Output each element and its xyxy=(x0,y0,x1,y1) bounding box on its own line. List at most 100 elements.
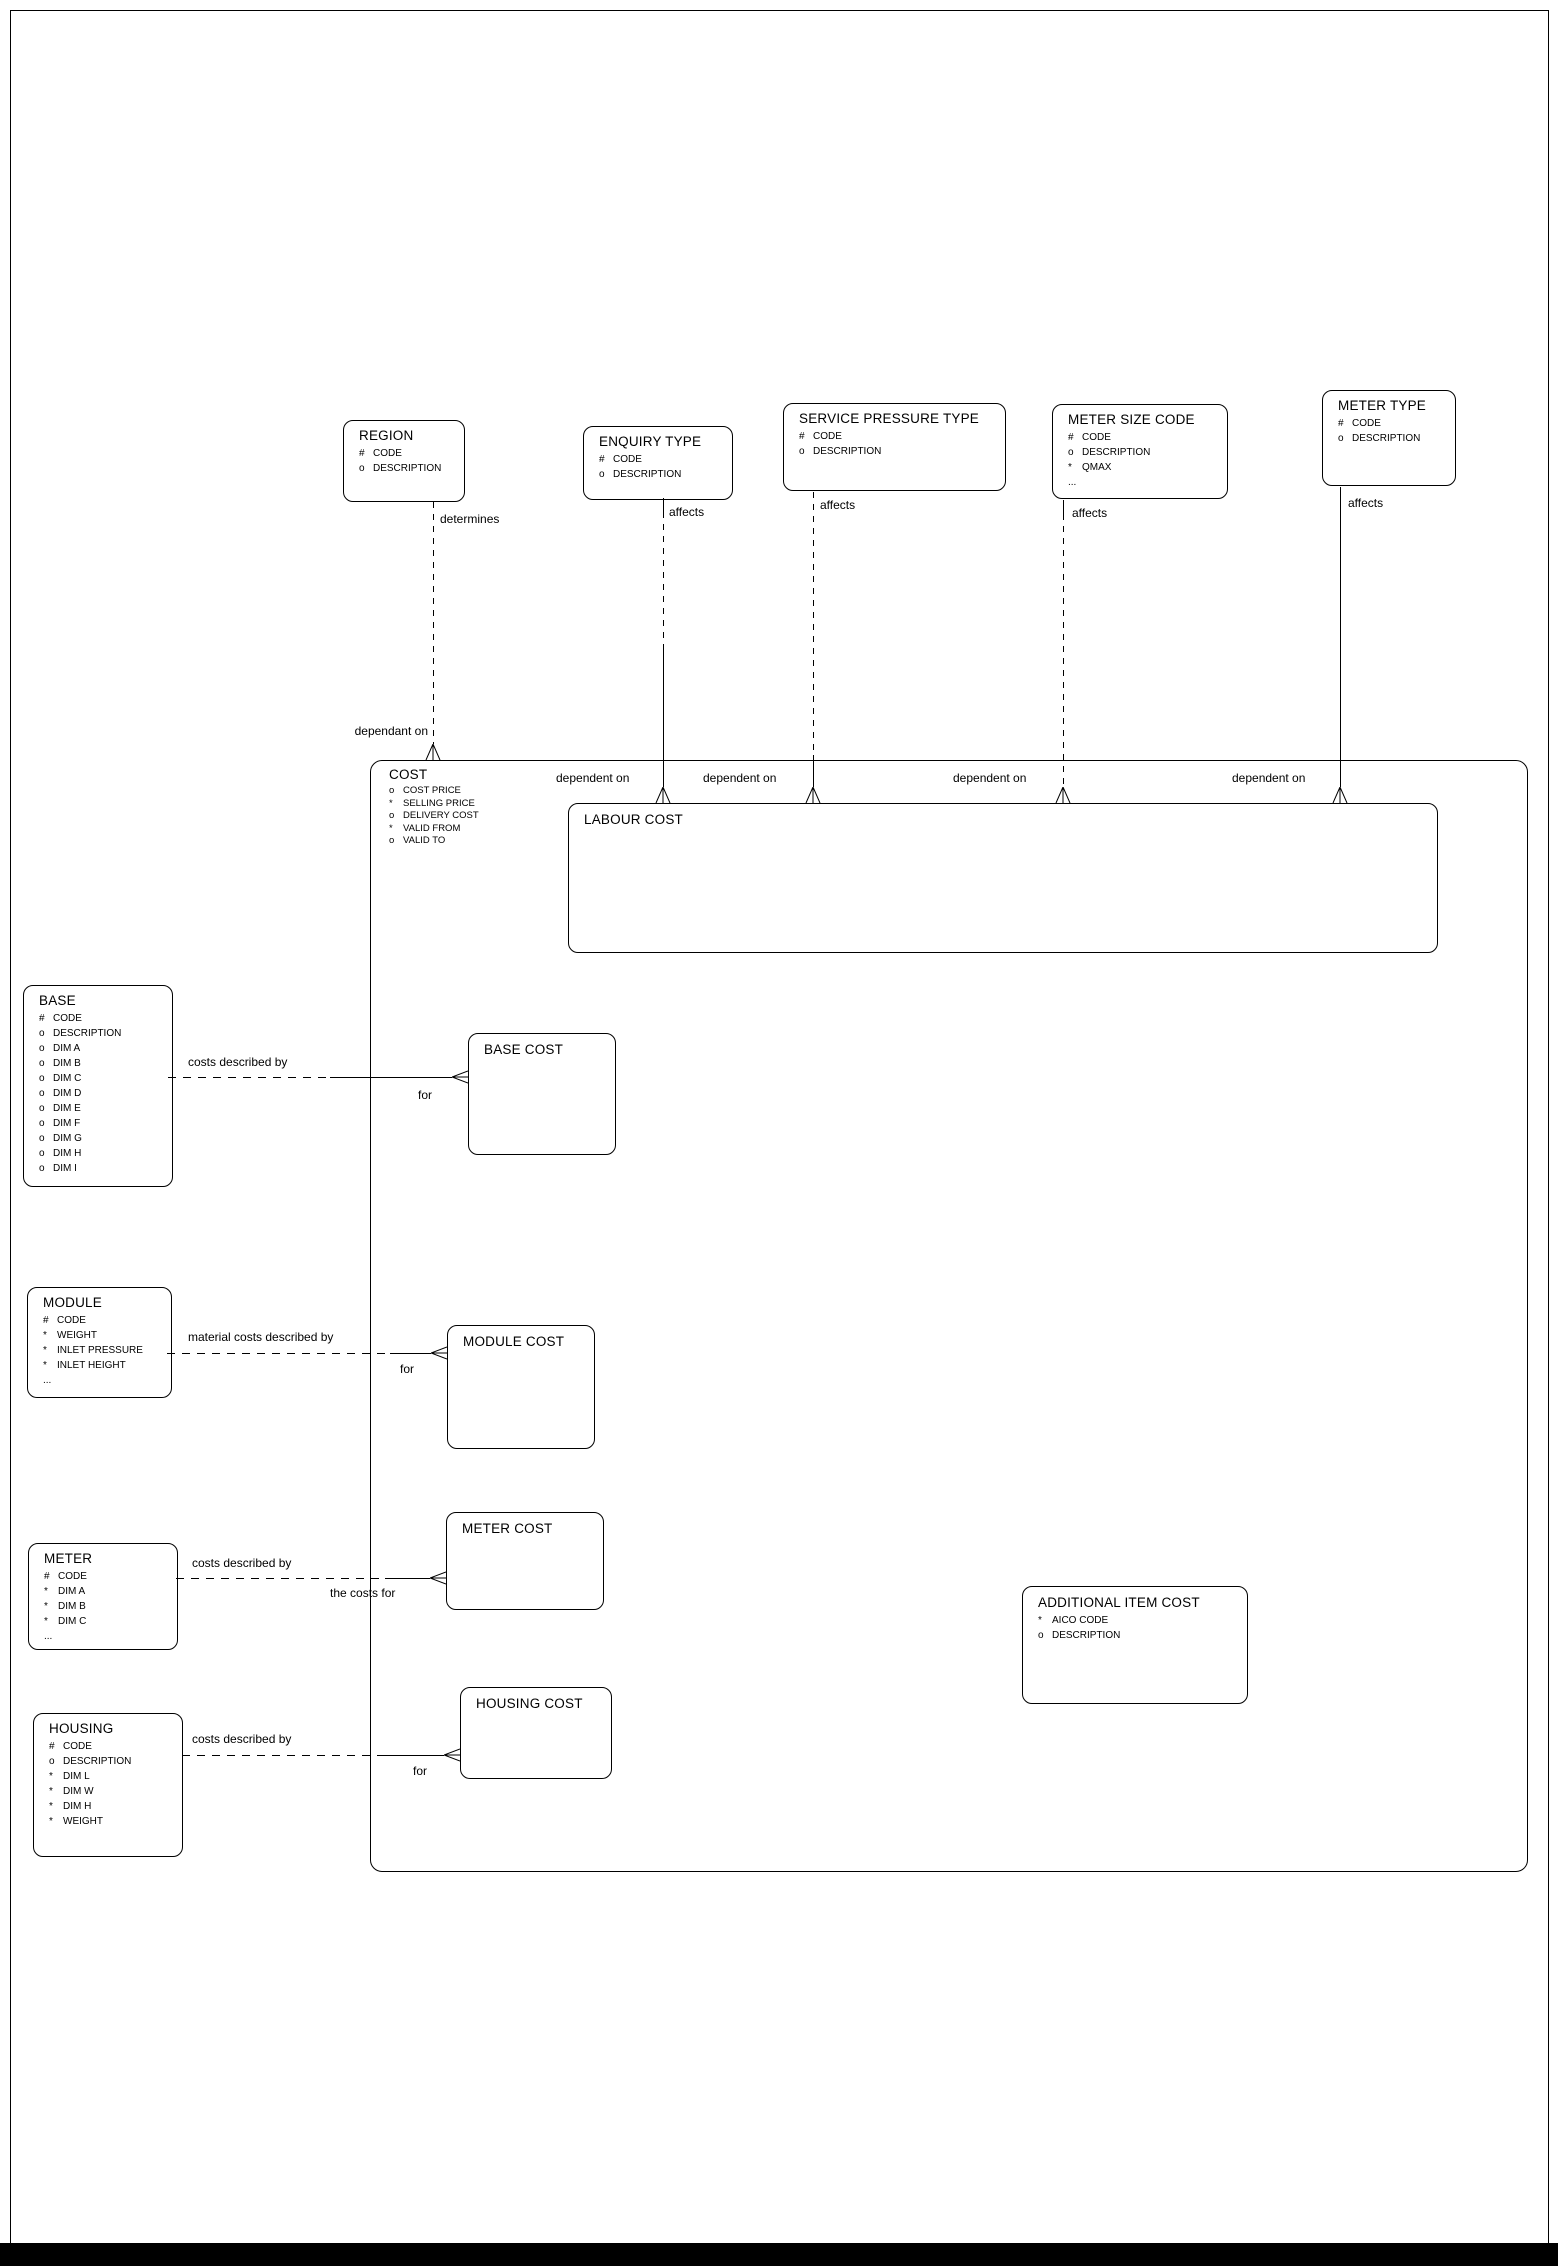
rel-label-costs-described-by: costs described by xyxy=(192,1556,292,1570)
rel-label-the-costs-for: the costs for xyxy=(330,1586,396,1600)
rel-line-service-pressure-cost xyxy=(813,755,814,787)
crowsfoot-icon xyxy=(805,787,821,803)
entity-attribute: #CODE xyxy=(43,1315,86,1326)
entity-attributes: #CODE *DIM A *DIM B *DIM C... xyxy=(44,1569,173,1644)
entity-title: MODULE COST xyxy=(463,1334,565,1349)
entity-housing-cost[interactable]: HOUSING COST xyxy=(460,1687,612,1779)
entity-base-cost[interactable]: BASE COST xyxy=(468,1033,616,1155)
rel-line-base-basecost xyxy=(168,1077,330,1078)
rel-line-enquiry-cost xyxy=(663,512,664,648)
rel-line-meter-type-cost xyxy=(1340,487,1341,787)
entity-attribute: *WEIGHT xyxy=(43,1330,97,1341)
rel-line-housing-housingcost xyxy=(182,1755,385,1756)
entity-attribute: ... xyxy=(44,1631,53,1642)
entity-attribute: *DIM A xyxy=(44,1586,86,1597)
crowsfoot-icon xyxy=(1332,787,1348,803)
crowsfoot-icon xyxy=(444,1748,460,1762)
rel-label-affects: affects xyxy=(1072,506,1108,520)
entity-attribute: #CODE xyxy=(39,1013,82,1024)
entity-attribute: #CODE xyxy=(1338,418,1381,429)
entity-attribute: ... xyxy=(1068,477,1077,488)
entity-attribute: #CODE xyxy=(799,431,842,442)
rel-label-dependent-on: dependent on xyxy=(703,771,777,785)
rel-line-meter-metercost xyxy=(385,1578,430,1579)
entity-title: MODULE xyxy=(43,1295,102,1310)
entity-meter-cost[interactable]: METER COST xyxy=(446,1512,604,1610)
entity-labour-cost[interactable]: LABOUR COST xyxy=(568,803,1438,953)
rel-label-dependent-on: dependent on xyxy=(953,771,1027,785)
entity-attribute: *DIM B xyxy=(44,1601,86,1612)
entity-title: COST xyxy=(389,767,428,782)
entity-title: BASE xyxy=(39,993,76,1008)
entity-attribute: *DIM L xyxy=(49,1771,90,1782)
rel-line-meter-size-cost xyxy=(1063,514,1064,787)
rel-line-enquiry-cost xyxy=(663,498,664,512)
rel-label-affects: affects xyxy=(820,498,856,512)
entity-title: METER COST xyxy=(462,1521,553,1536)
entity-title: ENQUIRY TYPE xyxy=(599,434,702,449)
entity-attribute: *QMAX xyxy=(1068,462,1112,473)
entity-attribute: #CODE xyxy=(49,1741,92,1752)
entity-attribute: *DIM C xyxy=(44,1616,87,1627)
entity-attribute: *WEIGHT xyxy=(49,1816,103,1827)
entity-module[interactable]: MODULE #CODE*WEIGHT*INLET PRESSURE*INLET… xyxy=(27,1287,172,1398)
entity-attribute: *VALID FROM xyxy=(389,822,461,834)
crowsfoot-icon xyxy=(430,1571,446,1585)
crowsfoot-icon xyxy=(425,744,441,760)
entity-module-cost[interactable]: MODULE COST xyxy=(447,1325,595,1449)
entity-attribute: *DIM W xyxy=(49,1786,94,1797)
rel-line-service-pressure-cost xyxy=(813,492,814,755)
rel-line-enquiry-cost xyxy=(663,648,664,787)
entity-title: LABOUR COST xyxy=(584,812,683,827)
rel-label-for: for xyxy=(400,1362,415,1376)
entity-title: METER TYPE xyxy=(1338,398,1427,413)
entity-title: REGION xyxy=(359,428,414,443)
entity-attribute: #CODE xyxy=(44,1571,87,1582)
entity-attributes: #CODE*WEIGHT*INLET PRESSURE*INLET HEIGHT… xyxy=(43,1313,167,1388)
rel-label-for: for xyxy=(418,1088,433,1102)
entity-attribute: *SELLING PRICE xyxy=(389,797,475,809)
entity-attribute: *INLET PRESSURE xyxy=(43,1345,143,1356)
entity-attribute: #CODE xyxy=(599,454,642,465)
rel-label-material-costs-described-by: material costs described by xyxy=(188,1330,334,1344)
rel-line-housing-housingcost xyxy=(385,1755,444,1756)
rel-label-determines: determines xyxy=(440,512,500,526)
entity-title: BASE COST xyxy=(484,1042,564,1057)
entity-title: HOUSING COST xyxy=(476,1696,583,1711)
entity-meter[interactable]: METER #CODE*DIM A*DIM B*DIM C... xyxy=(28,1543,178,1650)
rel-line-module-modulecost xyxy=(390,1353,431,1354)
